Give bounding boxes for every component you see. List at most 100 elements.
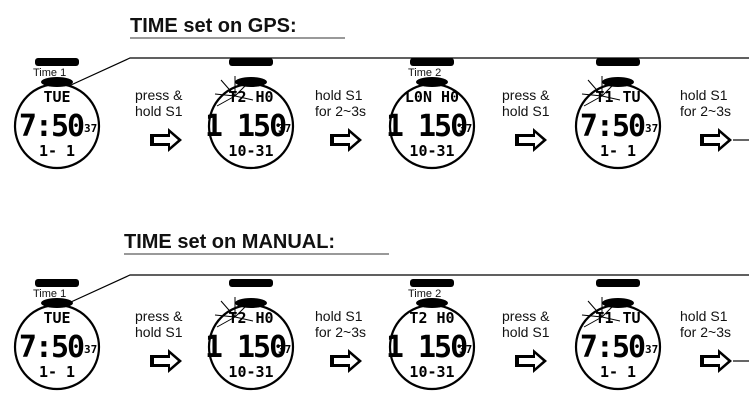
display-main-time: 1 150 <box>205 109 286 144</box>
display-bottom-row: 1- 1 <box>600 363 636 381</box>
step-label-line2: for 2~3s <box>315 103 366 119</box>
step-label-line2: hold S1 <box>135 324 183 340</box>
display-bottom-row: 1- 1 <box>39 142 75 160</box>
display-seconds: 37 <box>84 343 97 356</box>
watch-lug-top <box>229 58 273 66</box>
display-bottom-row: 1- 1 <box>600 142 636 160</box>
watch-caption: Time 1 <box>33 288 66 300</box>
step-label-line1: press & <box>502 87 550 103</box>
step-label-line1: press & <box>135 308 183 324</box>
display-bottom-row: 10-31 <box>409 142 454 160</box>
flash-ray <box>214 93 236 97</box>
frame-line <box>59 57 749 91</box>
step-label-line1: hold S1 <box>680 87 728 103</box>
flash-ray <box>214 314 236 318</box>
flash-ray <box>234 95 254 101</box>
watch-crown <box>602 77 634 87</box>
display-main-time: 7:50 <box>580 109 645 144</box>
frame-line <box>59 274 749 308</box>
flash-indicator <box>214 76 254 107</box>
watch-crown <box>416 77 448 87</box>
display-main-time: 7:50 <box>19 330 84 365</box>
flash-indicator <box>581 297 621 328</box>
display-bottom-row: 10-31 <box>228 363 273 381</box>
display-bottom-row: 1- 1 <box>39 363 75 381</box>
watch-crown <box>41 77 73 87</box>
display-top-row: TUE <box>43 88 70 106</box>
display-top-row: L0N H0 <box>405 88 459 106</box>
arrow-icon <box>700 128 732 152</box>
step-label-line2: for 2~3s <box>680 103 731 119</box>
watch-lug-top <box>35 58 79 66</box>
arrow-icon <box>330 128 362 152</box>
display-top-row: T1 TU <box>595 88 640 106</box>
watch-crown <box>602 298 634 308</box>
flash-indicator <box>214 297 254 328</box>
display-top-row: T2 H0 <box>409 309 454 327</box>
display-seconds: 37 <box>645 343 658 356</box>
flash-ray <box>234 316 254 322</box>
display-seconds: 37 <box>278 343 291 356</box>
arrow-icon <box>150 349 182 373</box>
step-label-line1: hold S1 <box>315 87 363 103</box>
display-seconds: 37 <box>459 343 472 356</box>
display-seconds: 37 <box>278 122 291 135</box>
display-seconds: 37 <box>459 122 472 135</box>
flash-ray <box>601 316 621 322</box>
step-label-line2: hold S1 <box>502 324 550 340</box>
watch-lug-top <box>596 58 640 66</box>
watch-lug-top <box>410 279 454 287</box>
flash-ray <box>234 302 250 318</box>
flash-ray <box>216 95 236 107</box>
flash-ray <box>587 300 603 318</box>
arrow-icon <box>515 349 547 373</box>
flash-ray <box>601 302 617 318</box>
step-label-line1: hold S1 <box>315 308 363 324</box>
step-label-line2: hold S1 <box>135 103 183 119</box>
flash-ray <box>583 316 603 328</box>
step-label-line1: press & <box>135 87 183 103</box>
arrow-icon <box>150 128 182 152</box>
watch-crown <box>41 298 73 308</box>
step-label-line1: hold S1 <box>680 308 728 324</box>
watch-caption: Time 2 <box>408 288 441 300</box>
watch-lug-top <box>229 279 273 287</box>
arrow-icon <box>330 349 362 373</box>
display-main-time: 7:50 <box>580 330 645 365</box>
step-label-line1: press & <box>502 308 550 324</box>
flash-ray <box>234 81 250 97</box>
watch-lug-top <box>596 279 640 287</box>
display-top-row: TUE <box>43 309 70 327</box>
display-top-row: T2 H0 <box>228 88 273 106</box>
display-top-row: T2 H0 <box>228 309 273 327</box>
flash-ray <box>583 95 603 107</box>
step-label-line2: for 2~3s <box>680 324 731 340</box>
flash-ray <box>216 316 236 328</box>
watch-crown <box>235 77 267 87</box>
display-seconds: 37 <box>645 122 658 135</box>
flash-ray <box>581 314 603 318</box>
display-bottom-row: 10-31 <box>409 363 454 381</box>
display-seconds: 37 <box>84 122 97 135</box>
flash-ray <box>220 79 236 97</box>
flash-ray <box>601 81 617 97</box>
watch-lug-top <box>35 279 79 287</box>
flash-ray <box>220 300 236 318</box>
display-bottom-row: 10-31 <box>228 142 273 160</box>
display-main-time: 1 150 <box>205 330 286 365</box>
step-label-line2: hold S1 <box>502 103 550 119</box>
section-title: TIME set on GPS: <box>130 15 297 37</box>
display-main-time: 1 150 <box>386 109 467 144</box>
flash-ray <box>601 95 621 101</box>
watch-lug-top <box>410 58 454 66</box>
flash-ray <box>587 79 603 97</box>
